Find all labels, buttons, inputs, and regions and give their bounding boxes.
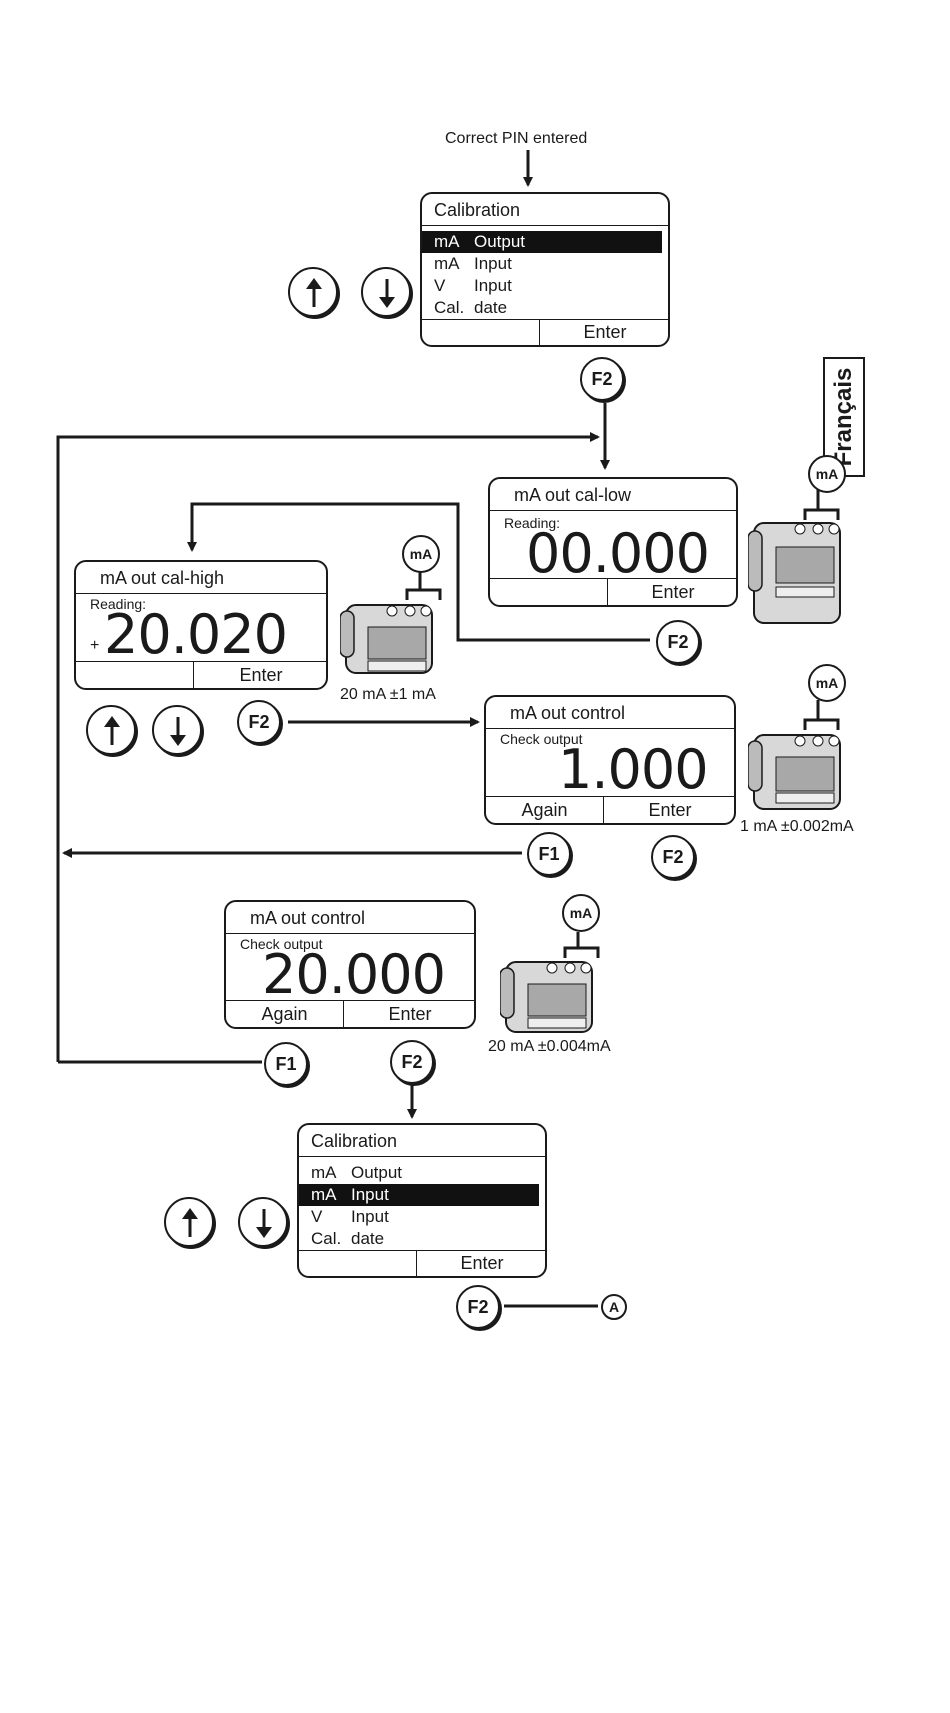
reading-sign: + (90, 637, 100, 654)
menu-item[interactable]: Cal.date (311, 1229, 385, 1248)
cal-low-screen: mA out cal-low Reading: 00.000 Enter (488, 477, 738, 607)
enter-softkey[interactable]: Enter (460, 1253, 504, 1273)
output-value: 20.000 (262, 943, 446, 1006)
f2-key[interactable]: F2 (390, 1040, 434, 1084)
enter-softkey[interactable]: Enter (583, 322, 627, 342)
f1-key[interactable]: F1 (264, 1042, 308, 1086)
down-arrow-button[interactable] (361, 267, 411, 317)
ma-badge: mA (562, 894, 600, 932)
down-arrow-icon (379, 279, 395, 308)
enter-softkey[interactable]: Enter (239, 665, 283, 685)
screen-title: mA out control (510, 703, 626, 723)
calibrator-device-icon (748, 734, 841, 810)
down-arrow-button[interactable] (238, 1197, 288, 1247)
reading-label: Reading: (504, 515, 561, 531)
screen-title: Calibration (434, 200, 521, 220)
enter-softkey[interactable]: Enter (648, 800, 692, 820)
tolerance-caption: 20 mA ±1 mA (340, 686, 436, 703)
f2-key[interactable]: F2 (580, 357, 624, 401)
arrow-cal-low-to-cal-high (187, 502, 650, 642)
enter-softkey[interactable]: Enter (651, 582, 695, 602)
again-softkey[interactable]: Again (261, 1004, 308, 1024)
reading-value: 20.020 (104, 603, 288, 666)
check-output-label: Check output (500, 731, 583, 747)
f2-key[interactable]: F2 (656, 620, 700, 664)
screen-title: mA out cal-low (514, 485, 632, 505)
up-arrow-button[interactable] (86, 705, 136, 755)
up-arrow-button[interactable] (288, 267, 338, 317)
up-arrow-icon (182, 1208, 198, 1237)
enter-softkey[interactable]: Enter (388, 1004, 432, 1024)
up-arrow-icon (306, 278, 322, 307)
f2-key[interactable]: F2 (651, 835, 695, 879)
down-arrow-icon (256, 1209, 272, 1238)
down-arrow-button[interactable] (152, 705, 202, 755)
calibrator-device-icon (748, 522, 841, 624)
screen-title: mA out cal-high (100, 568, 225, 588)
again-softkey[interactable]: Again (521, 800, 568, 820)
tolerance-caption: 20 mA ±0.004mA (488, 1038, 611, 1055)
reading-label: Reading: (90, 596, 147, 612)
f2-key[interactable]: F2 (237, 700, 281, 744)
screen-title: mA out control (250, 908, 366, 928)
cal-high-screen: mA out cal-high Reading: + 20.020 Enter (74, 560, 328, 690)
connector-a: A (601, 1294, 627, 1320)
output-value: 1.000 (558, 738, 709, 801)
calibrator-device-icon (340, 604, 433, 674)
tolerance-caption: 1 mA ±0.002mA (740, 818, 854, 835)
check-output-label: Check output (240, 936, 323, 952)
ma-badge: mA (402, 535, 440, 573)
loop-line-back (56, 432, 600, 1062)
f1-key[interactable]: F1 (527, 832, 571, 876)
f2-key[interactable]: F2 (456, 1285, 500, 1329)
screen-title: Calibration (311, 1131, 398, 1151)
ma-badge: mA (808, 664, 846, 702)
control-screen-20mA: mA out control Check output 20.000 Again… (224, 900, 476, 1029)
calibrator-device-icon (500, 961, 593, 1033)
down-arrow-icon (170, 717, 186, 746)
ma-badge: mA (808, 455, 846, 493)
up-arrow-button[interactable] (164, 1197, 214, 1247)
menu-item[interactable]: Cal.date (434, 298, 508, 317)
reading-value: 00.000 (526, 522, 710, 585)
up-arrow-icon (104, 716, 120, 745)
control-screen-1mA: mA out control Check output 1.000 Again … (484, 695, 736, 825)
correct-pin-caption: Correct PIN entered (445, 130, 588, 147)
